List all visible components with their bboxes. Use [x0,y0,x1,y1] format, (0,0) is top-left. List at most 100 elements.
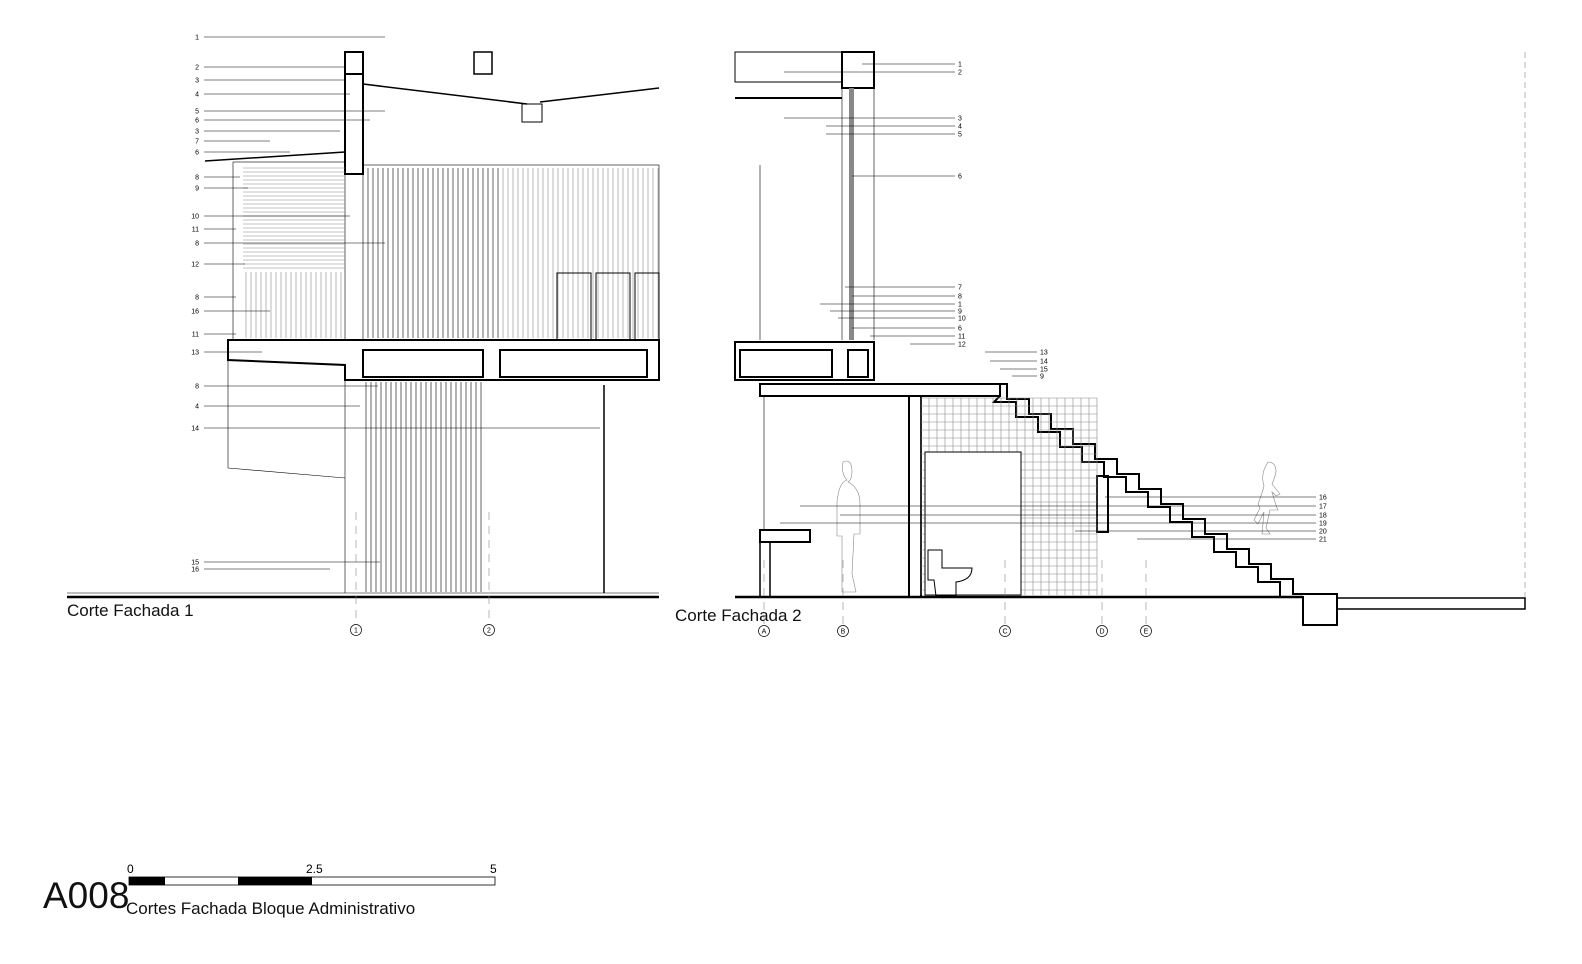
callout-label: 13 [1040,350,1048,357]
grid-axis-label: C [1002,629,1007,636]
callout-label: 16 [191,567,199,574]
callout-label: 14 [191,426,199,433]
callout: 4 [195,404,360,411]
callout-label: 8 [195,295,199,302]
callout-label: 17 [1319,504,1327,511]
callout-label: 10 [958,316,966,323]
callout: 8 [195,241,385,248]
callout-label: 21 [1319,537,1327,544]
callout-label: 15 [191,560,199,567]
callout: 10 [838,316,966,323]
callout: 1 [195,35,385,42]
callout-label: 12 [191,262,199,269]
callout: 11 [192,332,236,339]
callout: 12 [910,342,966,349]
callout: 6 [852,174,962,181]
callout-label: 10 [191,214,199,221]
grid-axis-label: 1 [354,628,358,635]
callout-label: 1 [195,35,199,42]
exterior-paving [1336,597,1526,610]
callout-label: 14 [1040,359,1048,366]
scale-label-2-5: 2.5 [306,862,323,876]
callout-label: 5 [195,109,199,116]
lower-slab [759,383,1001,397]
grid-axis-marker: B [837,560,849,637]
callout-label: 16 [191,309,199,316]
callout: 2 [784,70,962,77]
callout-label: 4 [195,92,199,99]
callout: 9 [1012,374,1044,381]
callout: 6 [852,326,962,333]
callout: 1 [820,302,962,309]
callout: 7 [195,139,270,146]
callout: 14 [990,359,1048,366]
callout-label: 1 [958,62,962,69]
callout-label: 1 [958,302,962,309]
callout: 6 [195,118,370,125]
grid-axis-marker: 1 [350,512,362,636]
title-block: A008 Cortes Fachada Bloque Administrativ… [43,862,497,918]
callout: 7 [845,285,962,292]
callout-label: 3 [195,78,199,85]
louver-panel [232,161,346,341]
callout: 5 [195,109,385,116]
grid-axis-label: E [1144,629,1149,636]
callout: 3 [195,129,340,136]
callout: 8 [195,384,378,391]
callout: 12 [191,262,245,269]
stair [991,383,1338,626]
callout-label: 9 [1040,374,1044,381]
grid-axis-marker: E [1140,560,1152,637]
callout-label: 2 [195,65,199,72]
callout-label: 16 [1319,495,1327,502]
callout: 6 [195,150,290,157]
callout: 18 [840,513,1327,520]
callout-label: 4 [958,124,962,131]
callout-label: 9 [195,186,199,193]
section-2-caption: Corte Fachada 2 [675,606,802,625]
grid-axis-marker: 2 [483,512,495,636]
callout-label: 11 [958,334,965,341]
doorway [924,451,1022,596]
callout-label: 20 [1319,529,1327,536]
callout-label: 6 [195,150,199,157]
glazing-mullion [849,88,854,340]
callout: 1 [862,62,962,69]
scale-label-5: 5 [490,862,497,876]
callout: 20 [1075,529,1327,536]
callout-label: 4 [195,404,199,411]
concrete-column [344,73,364,175]
scale-label-0: 0 [127,862,134,876]
callout: 21 [1137,537,1327,544]
callout: 8 [195,295,236,302]
callout-label: 11 [192,332,199,339]
section-1-caption: Corte Fachada 1 [67,601,194,620]
callout-label: 7 [958,285,962,292]
callout-label: 5 [958,132,962,139]
callout-label: 8 [958,294,962,301]
callout-label: 8 [195,175,199,182]
callout: 15 [191,560,380,567]
child-figure [1253,461,1281,535]
parapet-block [344,51,364,75]
scale-bar: 0 2.5 5 [127,862,497,886]
callout-label: 9 [958,309,962,316]
callout-label: 2 [958,70,962,77]
sheet-title: Cortes Fachada Bloque Administrativo [126,899,415,918]
grid-axis-label: 2 [487,628,491,635]
callout: 3 [784,116,962,123]
callout-label: 18 [1319,513,1327,520]
grid-axis-label: B [841,629,846,636]
callout: 17 [800,504,1327,511]
sheet-number: A008 [43,875,129,916]
callout-label: 6 [195,118,199,125]
callout: 9 [195,186,248,193]
callout-label: 12 [958,342,966,349]
callout: 3 [195,78,345,85]
callout-label: 8 [195,241,199,248]
grid-axis-label: A [762,629,767,636]
callout: 11 [870,334,965,341]
callout: 5 [826,132,962,139]
section-2-drawing [734,51,1526,626]
callout: 2 [195,65,345,72]
